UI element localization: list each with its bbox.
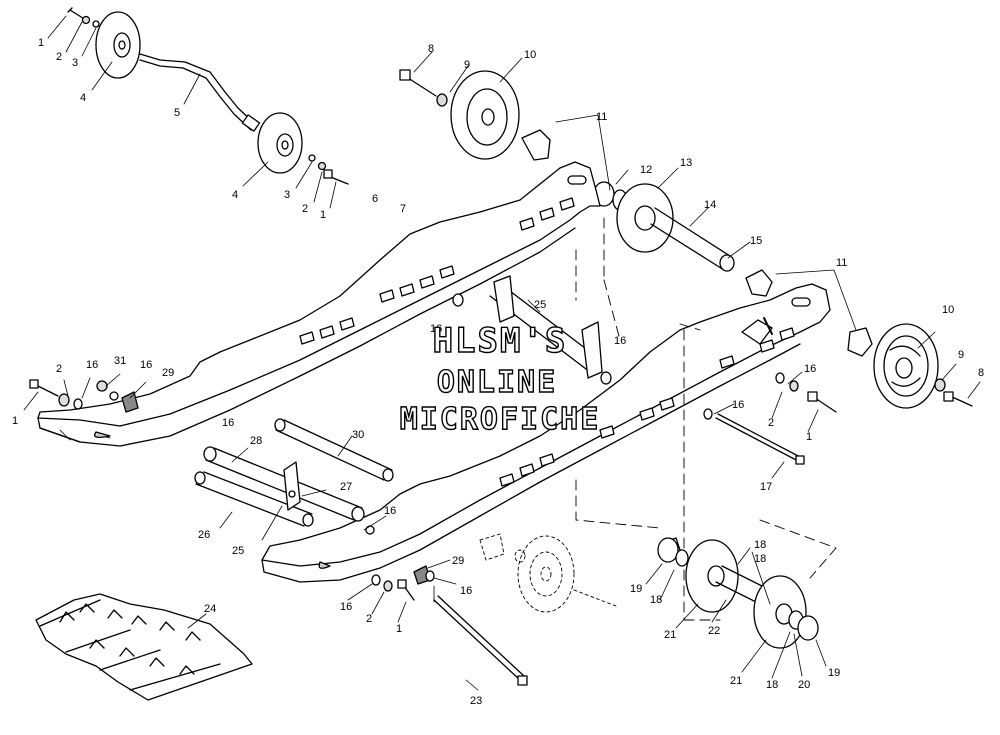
callout-4: 4	[232, 189, 238, 201]
callout-16: 16	[222, 417, 234, 429]
callout-8: 8	[978, 367, 984, 379]
right-front-hardware	[347, 515, 457, 623]
callout-18: 18	[754, 553, 766, 565]
callout-1: 1	[320, 209, 326, 221]
callout-14: 14	[704, 199, 716, 211]
callout-22: 22	[708, 625, 720, 637]
callout-16: 16	[140, 359, 152, 371]
callout-8: 8	[428, 43, 434, 55]
callout-1: 1	[38, 37, 44, 49]
callout-1: 1	[12, 415, 18, 427]
callout-16: 16	[430, 323, 442, 335]
callout-21: 21	[730, 675, 742, 687]
upper-shaft-assembly	[521, 114, 751, 272]
callout-29: 29	[162, 367, 174, 379]
callout-2: 2	[302, 203, 308, 215]
callout-19: 19	[630, 583, 642, 595]
phantom-wheel	[479, 533, 617, 613]
lower-right-wheel-assembly	[645, 537, 827, 679]
callout-4: 4	[80, 92, 86, 104]
mid-idler-wheel	[257, 112, 303, 174]
leader-lines-top-left	[47, 15, 337, 209]
cross-shaft-30	[274, 418, 394, 482]
callout-19: 19	[828, 667, 840, 679]
callout-10: 10	[942, 304, 954, 316]
callout-2: 2	[56, 51, 62, 63]
right-rail	[261, 283, 831, 583]
callout-11: 11	[836, 257, 847, 269]
callout-29: 29	[452, 555, 464, 567]
callout-9: 9	[958, 349, 964, 361]
callout-31: 31	[114, 355, 126, 367]
callout-12: 12	[640, 164, 652, 176]
right-idler-assembly	[745, 269, 981, 409]
callout-18: 18	[650, 594, 662, 606]
callout-16: 16	[732, 399, 744, 411]
callout-15: 15	[750, 235, 762, 247]
upper-idler-wheel-10	[399, 51, 523, 160]
callout-13: 13	[680, 157, 692, 169]
callout-20: 20	[798, 679, 810, 691]
idler-shaft	[139, 53, 261, 132]
dashed-reference-lines	[575, 217, 837, 621]
upper-arm-25	[452, 275, 612, 385]
callout-16: 16	[614, 335, 626, 347]
callout-16: 16	[460, 585, 472, 597]
callout-2: 2	[366, 613, 372, 625]
top-left-bolt-washers	[67, 7, 100, 28]
callout-16: 16	[384, 505, 396, 517]
callout-24: 24	[204, 603, 216, 615]
callout-21: 21	[664, 629, 676, 641]
callout-9: 9	[464, 59, 470, 71]
callout-2: 2	[56, 363, 62, 375]
callout-1: 1	[806, 431, 812, 443]
top-left-idler-wheel	[95, 11, 141, 79]
callout-7: 7	[400, 203, 406, 215]
callout-labels: 1 2 3 4 5 4 3 2 1 8 9 10 11 12 13 14 15 …	[12, 37, 984, 707]
callout-26: 26	[198, 529, 210, 541]
callout-18: 18	[754, 539, 766, 551]
callout-17: 17	[760, 481, 772, 493]
callout-10: 10	[524, 49, 536, 61]
callout-6: 6	[372, 193, 378, 205]
track-slide-24	[35, 593, 253, 701]
callout-23: 23	[470, 695, 482, 707]
callout-16: 16	[340, 601, 352, 613]
cross-shaft-26	[194, 471, 314, 529]
callout-3: 3	[284, 189, 290, 201]
callout-2: 2	[768, 417, 774, 429]
left-rail	[37, 161, 601, 447]
callout-11: 11	[596, 111, 607, 123]
callout-16: 16	[86, 359, 98, 371]
callout-28: 28	[250, 435, 262, 447]
callout-5: 5	[174, 107, 180, 119]
callout-3: 3	[72, 57, 78, 69]
right-rail-hardware	[703, 317, 837, 479]
mid-idler-hardware	[308, 154, 349, 185]
callout-16: 16	[804, 363, 816, 375]
callout-27: 27	[340, 481, 352, 493]
callout-25: 25	[232, 545, 244, 557]
long-bolt-23	[433, 585, 528, 691]
callout-18: 18	[766, 679, 778, 691]
callout-30: 30	[352, 429, 364, 441]
callout-25: 25	[534, 299, 546, 311]
arm-bracket-25-lower	[261, 461, 327, 541]
left-front-hardware	[23, 373, 147, 413]
callout-1: 1	[396, 623, 402, 635]
